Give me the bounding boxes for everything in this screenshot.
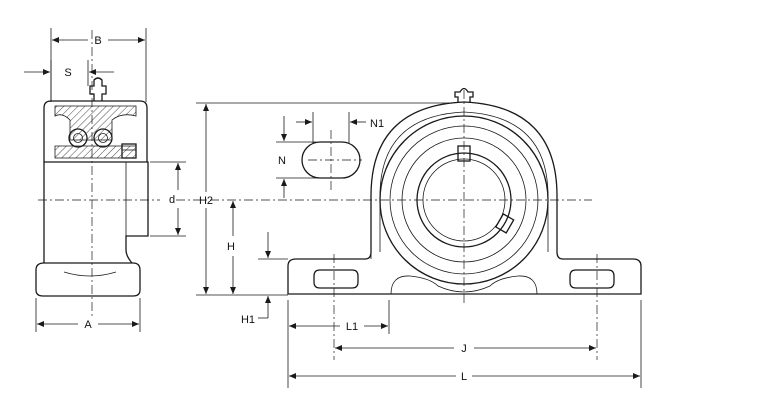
dim-label-n1: N1 (370, 118, 384, 130)
bolt-slot (301, 141, 361, 179)
front-housing (287, 101, 642, 295)
dim-label-l1: L1 (346, 321, 358, 333)
dim-label-s: S (64, 67, 71, 79)
dim-label-n: N (278, 155, 286, 167)
dim-label-l: L (461, 371, 467, 383)
dim-label-j: J (461, 343, 467, 355)
side-view: B S d A (24, 28, 186, 332)
side-cap (43, 100, 148, 162)
dim-label-a: A (84, 319, 92, 331)
set-screw-side (494, 213, 515, 234)
foot-slot-left (313, 269, 359, 289)
front-view: H2 H H1 L1 J L (176, 87, 642, 388)
dim-label-d: d (169, 194, 175, 206)
foot-slot-right (569, 269, 615, 289)
side-grease-fitting (89, 77, 107, 101)
dim-label-b: B (94, 35, 101, 47)
side-body (43, 161, 149, 264)
side-base (35, 262, 141, 297)
dim-label-h2: H2 (199, 195, 213, 207)
dim-label-h: H (227, 241, 235, 253)
dim-label-h1: H1 (241, 314, 255, 326)
slot-detail: N N1 (276, 112, 384, 198)
front-grease-fitting (454, 87, 474, 103)
